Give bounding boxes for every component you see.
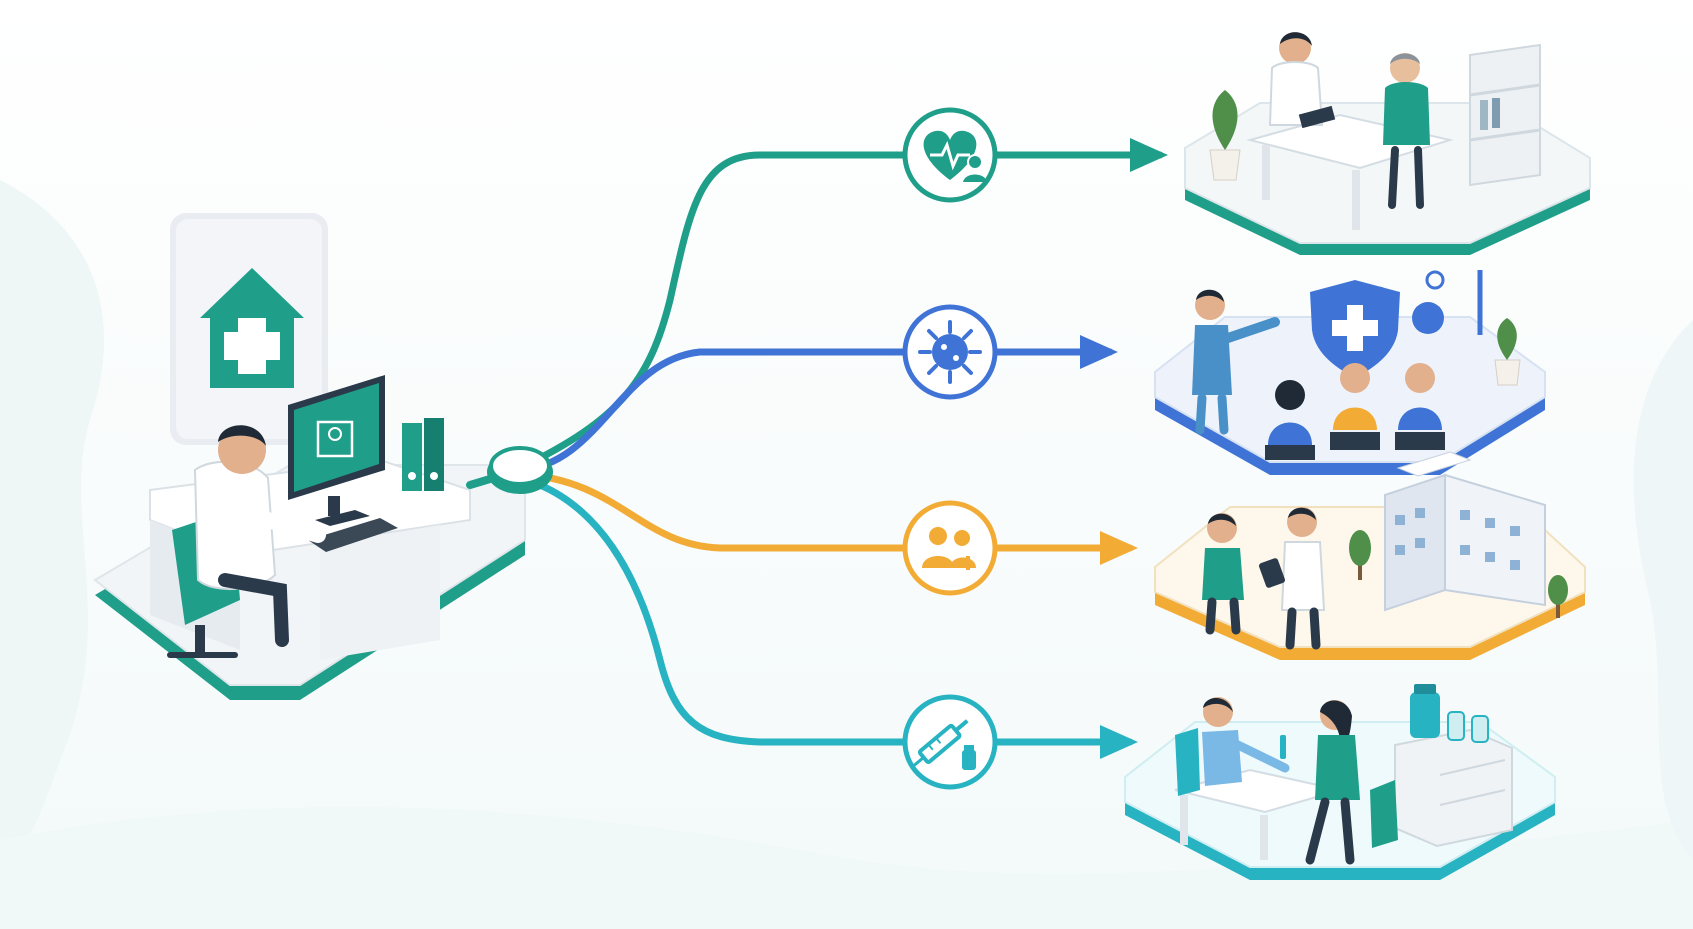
hub-node: [466, 446, 553, 494]
home-medical-cross-icon: [170, 213, 328, 445]
scene-health-education: [1154, 270, 1546, 475]
scene-vaccination-room: [1124, 684, 1556, 880]
scene-doctor-consultation: [1184, 32, 1591, 255]
background-wave-left: [0, 180, 105, 880]
virus-icon: [902, 304, 998, 400]
computer-monitor-icon: [288, 375, 398, 552]
background-wave-bottom: [0, 807, 1693, 929]
background-wave-right: [1633, 320, 1693, 860]
heart-pulse-person-icon: [902, 107, 998, 203]
clinician-figure: [167, 425, 326, 658]
scene-community-hospital: [1154, 451, 1586, 660]
people-group-icon: [902, 500, 998, 596]
connector-community: [516, 470, 1138, 565]
connector-vaccination: [516, 474, 1138, 759]
binders-icon: [402, 418, 444, 491]
syringe-vial-icon: [902, 694, 998, 790]
